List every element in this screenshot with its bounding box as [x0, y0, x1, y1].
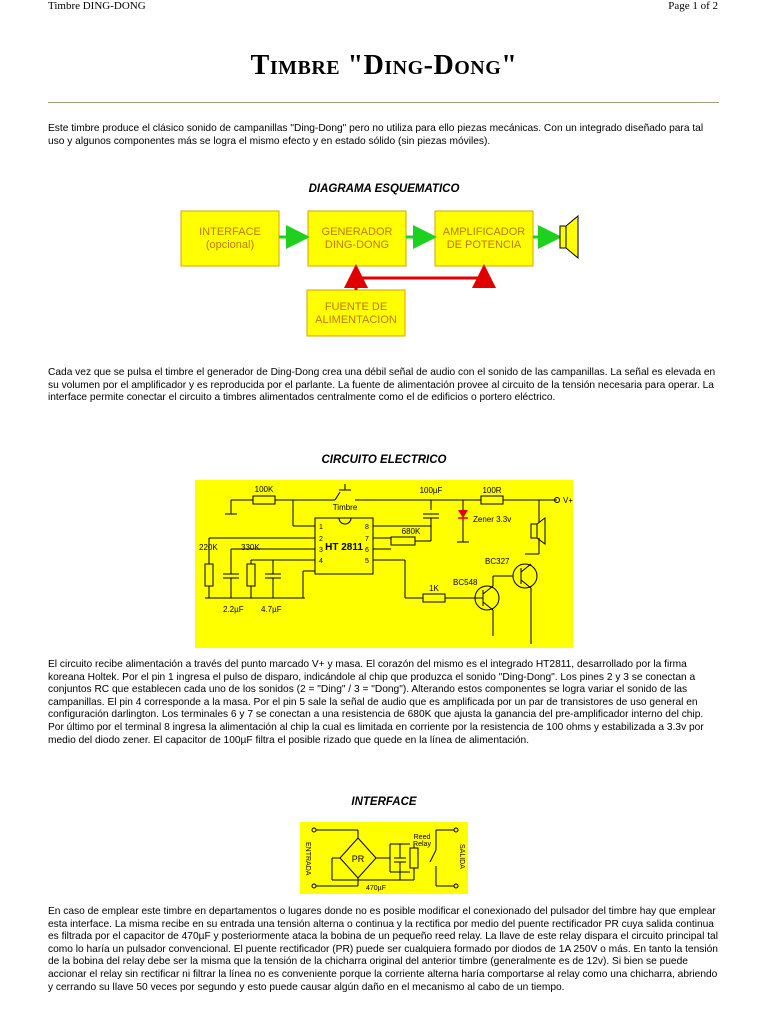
- pin-8: 8: [365, 524, 369, 531]
- reed-label: Reed: [414, 834, 431, 841]
- power-supply-box: [306, 289, 406, 337]
- bc327-label: BC327: [485, 557, 510, 566]
- vplus-terminal-icon: [554, 497, 560, 503]
- title-divider: [48, 102, 719, 103]
- pin-5: 5: [365, 558, 369, 565]
- circuit-heading: CIRCUITO ELECTRICO: [321, 454, 447, 466]
- amplifier-box-sublabel: DE POTENCIA: [447, 239, 522, 251]
- circuit-paragraph: El circuito recibe alimentación a través…: [48, 659, 704, 746]
- interface-box: [180, 210, 280, 267]
- interface-box-sublabel: (opcional): [206, 239, 254, 251]
- power-supply-box-label: FUENTE DE: [325, 301, 387, 313]
- c47uf-label: 4.7µF: [261, 605, 282, 614]
- generator-box-sublabel: DING-DONG: [325, 239, 389, 251]
- circuit-schematic: 100K Timbre 100µF 100R V+ 680K Zener 3.3…: [195, 480, 573, 648]
- block-diagram-heading: DIAGRAMA ESQUEMATICO: [308, 183, 460, 195]
- r220k-label: 220K: [199, 543, 218, 552]
- zener-diode-icon: [458, 510, 468, 518]
- zener-label: Zener 3.3v: [473, 515, 511, 524]
- circuit-background: [195, 480, 573, 648]
- speaker-icon: [559, 214, 579, 260]
- pin-4: 4: [319, 558, 323, 565]
- r330k-label: 330K: [241, 543, 260, 552]
- pin-6: 6: [365, 547, 369, 554]
- salida-label: SALIDA: [458, 844, 465, 869]
- pin-7: 7: [365, 536, 369, 543]
- r100r-label: 100R: [482, 486, 501, 495]
- page-header: Timbre DING-DONG Page 1 of 2: [0, 0, 768, 14]
- pin-1: 1: [319, 524, 323, 531]
- c100uf-label: 100µF: [420, 486, 443, 495]
- interface-paragraph: En caso de emplear este timbre en depart…: [48, 906, 718, 993]
- interface-box-label: INTERFACE: [199, 226, 261, 238]
- amplifier-box-label: AMPLIFICADOR: [443, 226, 526, 238]
- page-number: Page 1 of 2: [668, 0, 718, 12]
- generator-box-label: GENERADOR: [322, 226, 393, 238]
- intro-paragraph: Este timbre produce el clásico sonido de…: [48, 123, 704, 147]
- rectifier-label: PR: [352, 854, 365, 864]
- arrow-psu-to-amplifier: [356, 264, 496, 288]
- chip-label: HT 2811: [325, 542, 363, 553]
- relay-label: Relay: [413, 841, 431, 848]
- page-title: Timbre "Ding-Dong": [250, 50, 518, 81]
- generator-box: [307, 210, 407, 267]
- vplus-label: V+: [563, 496, 573, 505]
- interface-schematic: PR Reed Relay 470µF ENTRADA SALIDA: [300, 822, 468, 894]
- r100k-label: 100K: [255, 485, 274, 494]
- interface-heading: INTERFACE: [351, 796, 417, 808]
- pin-2: 2: [319, 536, 323, 543]
- c470uf-label: 470µF: [366, 885, 386, 892]
- r1k-label: 1K: [429, 584, 439, 593]
- amplifier-box: [434, 210, 534, 267]
- header-title: Timbre DING-DONG: [48, 0, 146, 12]
- r680k-label: 680K: [402, 527, 421, 536]
- block-diagram: INTERFACE (opcional) GENERADOR DING-DONG…: [180, 210, 579, 337]
- block-diagram-paragraph: Cada vez que se pulsa el timbre el gener…: [48, 367, 716, 404]
- c22uf-label: 2.2µF: [223, 605, 244, 614]
- entrada-label: ENTRADA: [304, 842, 311, 876]
- pin-3: 3: [319, 547, 323, 554]
- power-supply-box-sublabel: ALIMENTACION: [315, 314, 397, 326]
- bc548-label: BC548: [453, 578, 478, 587]
- timbre-label: Timbre: [333, 503, 358, 512]
